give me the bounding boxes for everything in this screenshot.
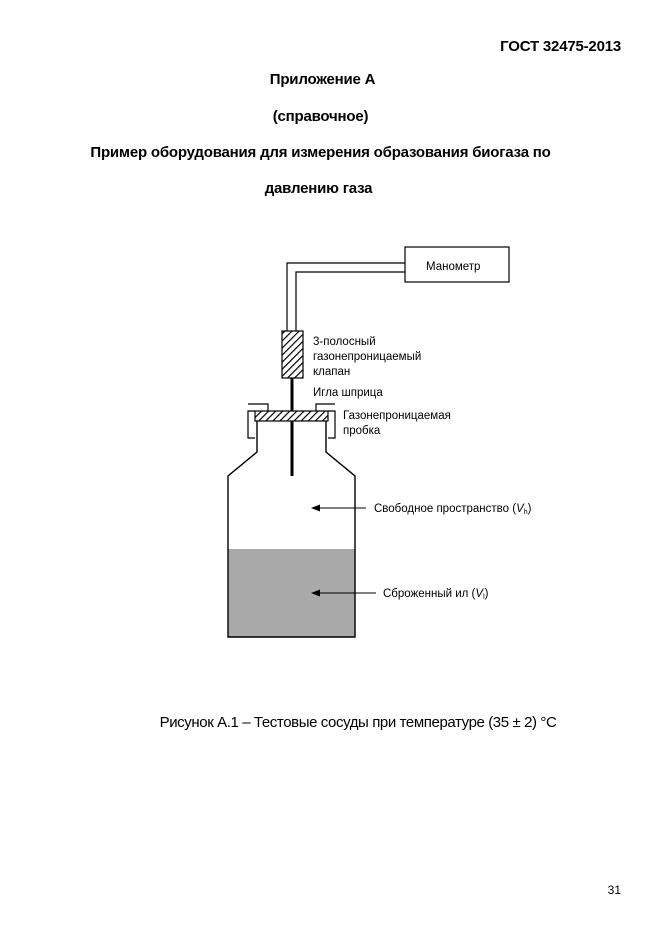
appendix-heading-line-2: давлению газа <box>264 180 373 197</box>
headspace-label: Свободное пространство (Vh) <box>374 503 532 516</box>
page-number: 31 <box>607 883 621 897</box>
appendix-title: Приложение А <box>269 71 376 88</box>
appendix-type: (справочное) <box>272 108 369 125</box>
bottle-outline <box>227 421 356 638</box>
cap-clamp-right <box>328 410 336 439</box>
valve-label-line-3: клапан <box>313 366 350 378</box>
headspace-arrow-head <box>311 504 320 512</box>
manometer-label: Манометр <box>426 261 480 273</box>
figure-caption-text: Рисунок А.1 – Тестовые сосуды при темпер… <box>159 714 557 731</box>
cap-clamp-left-top <box>248 403 269 411</box>
cap-clamp-left <box>247 410 255 439</box>
sludge-label: Сброженный ил (Vl) <box>383 588 489 601</box>
gas-tube-outer <box>286 262 405 331</box>
valve-label-line-1: 3-полосный <box>313 336 376 348</box>
stopper-label-line-1: Газонепроницаемая <box>343 410 451 422</box>
cap-clamp-right-top <box>315 403 335 411</box>
valve-label-line-2: газонепроницаемый <box>313 351 421 363</box>
appendix-heading-line-1: Пример оборудования для измерения образо… <box>90 144 551 161</box>
gas-tube-inner <box>295 271 405 331</box>
needle-label: Игла шприца <box>313 387 383 399</box>
standard-code: ГОСТ 32475-2013 <box>500 38 621 55</box>
manometer-box <box>404 246 510 283</box>
sludge-arrow-head <box>311 589 320 597</box>
three-way-valve <box>281 330 304 379</box>
figure-caption: Рисунок А.1 – Тестовые сосуды при темпер… <box>0 714 661 731</box>
stopper-label-line-2: пробка <box>343 425 381 437</box>
gas-tight-stopper <box>254 410 329 422</box>
